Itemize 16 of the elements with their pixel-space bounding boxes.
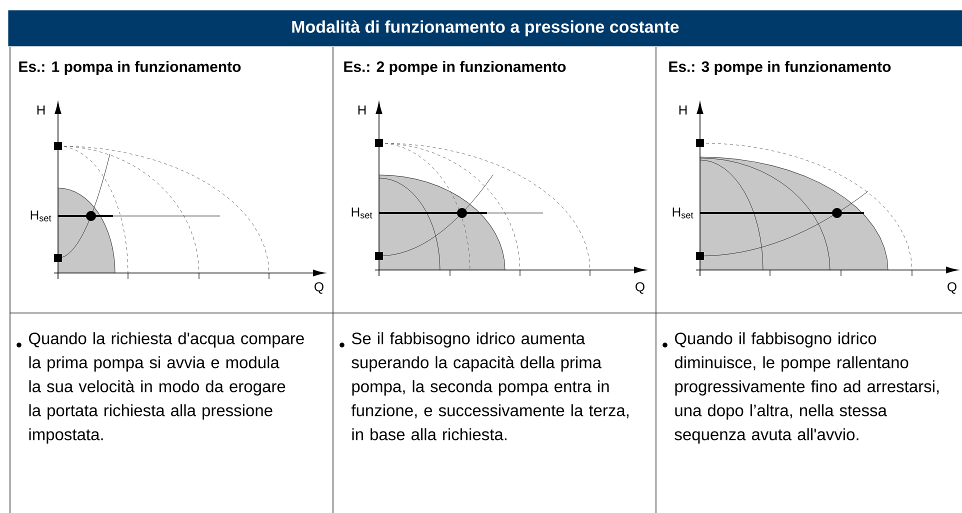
axis-label: H$_{set}$ bbox=[672, 208, 694, 218]
description-text: Se il fabbisogno idrico aumenta superando la capacità della prima pompa, la seconda pompa entra in funzione, e successivamente la terza, in base alla richiesta. bbox=[351, 332, 628, 440]
column-heading: Es.: 2 pompe in funzionamento bbox=[344, 61, 566, 75]
axis-label: Q bbox=[636, 282, 644, 294]
description-text: Quando la richiesta d'acqua compare la prima pompa si avvia e modula la sua velocità in modo da erogare la portata richiesta alla pressione impostata. bbox=[29, 332, 304, 444]
axis-label: H$_{set}$ bbox=[352, 208, 372, 218]
axis-label: H bbox=[679, 106, 687, 114]
column-heading: Es.: 3 pompe in funzionamento bbox=[669, 61, 891, 75]
axis-label: H bbox=[358, 106, 366, 114]
axis-label: H$_{set}$ bbox=[30, 210, 52, 222]
axis-label: Q bbox=[948, 282, 956, 294]
axis-label: Q bbox=[314, 282, 324, 294]
axis-label: H bbox=[37, 106, 45, 114]
description-text: Quando il fabbisogno idrico diminuisce, le pompe rallentano progressivamente fino ad arrestarsi, una dopo l’altra, nella stessa sequenza avuta all'avvio. bbox=[674, 332, 939, 444]
table-title: Modalità di funzionamento a pressione costante bbox=[8, 10, 962, 46]
column-heading: Es.: 1 pompa in funzionamento bbox=[19, 61, 241, 75]
